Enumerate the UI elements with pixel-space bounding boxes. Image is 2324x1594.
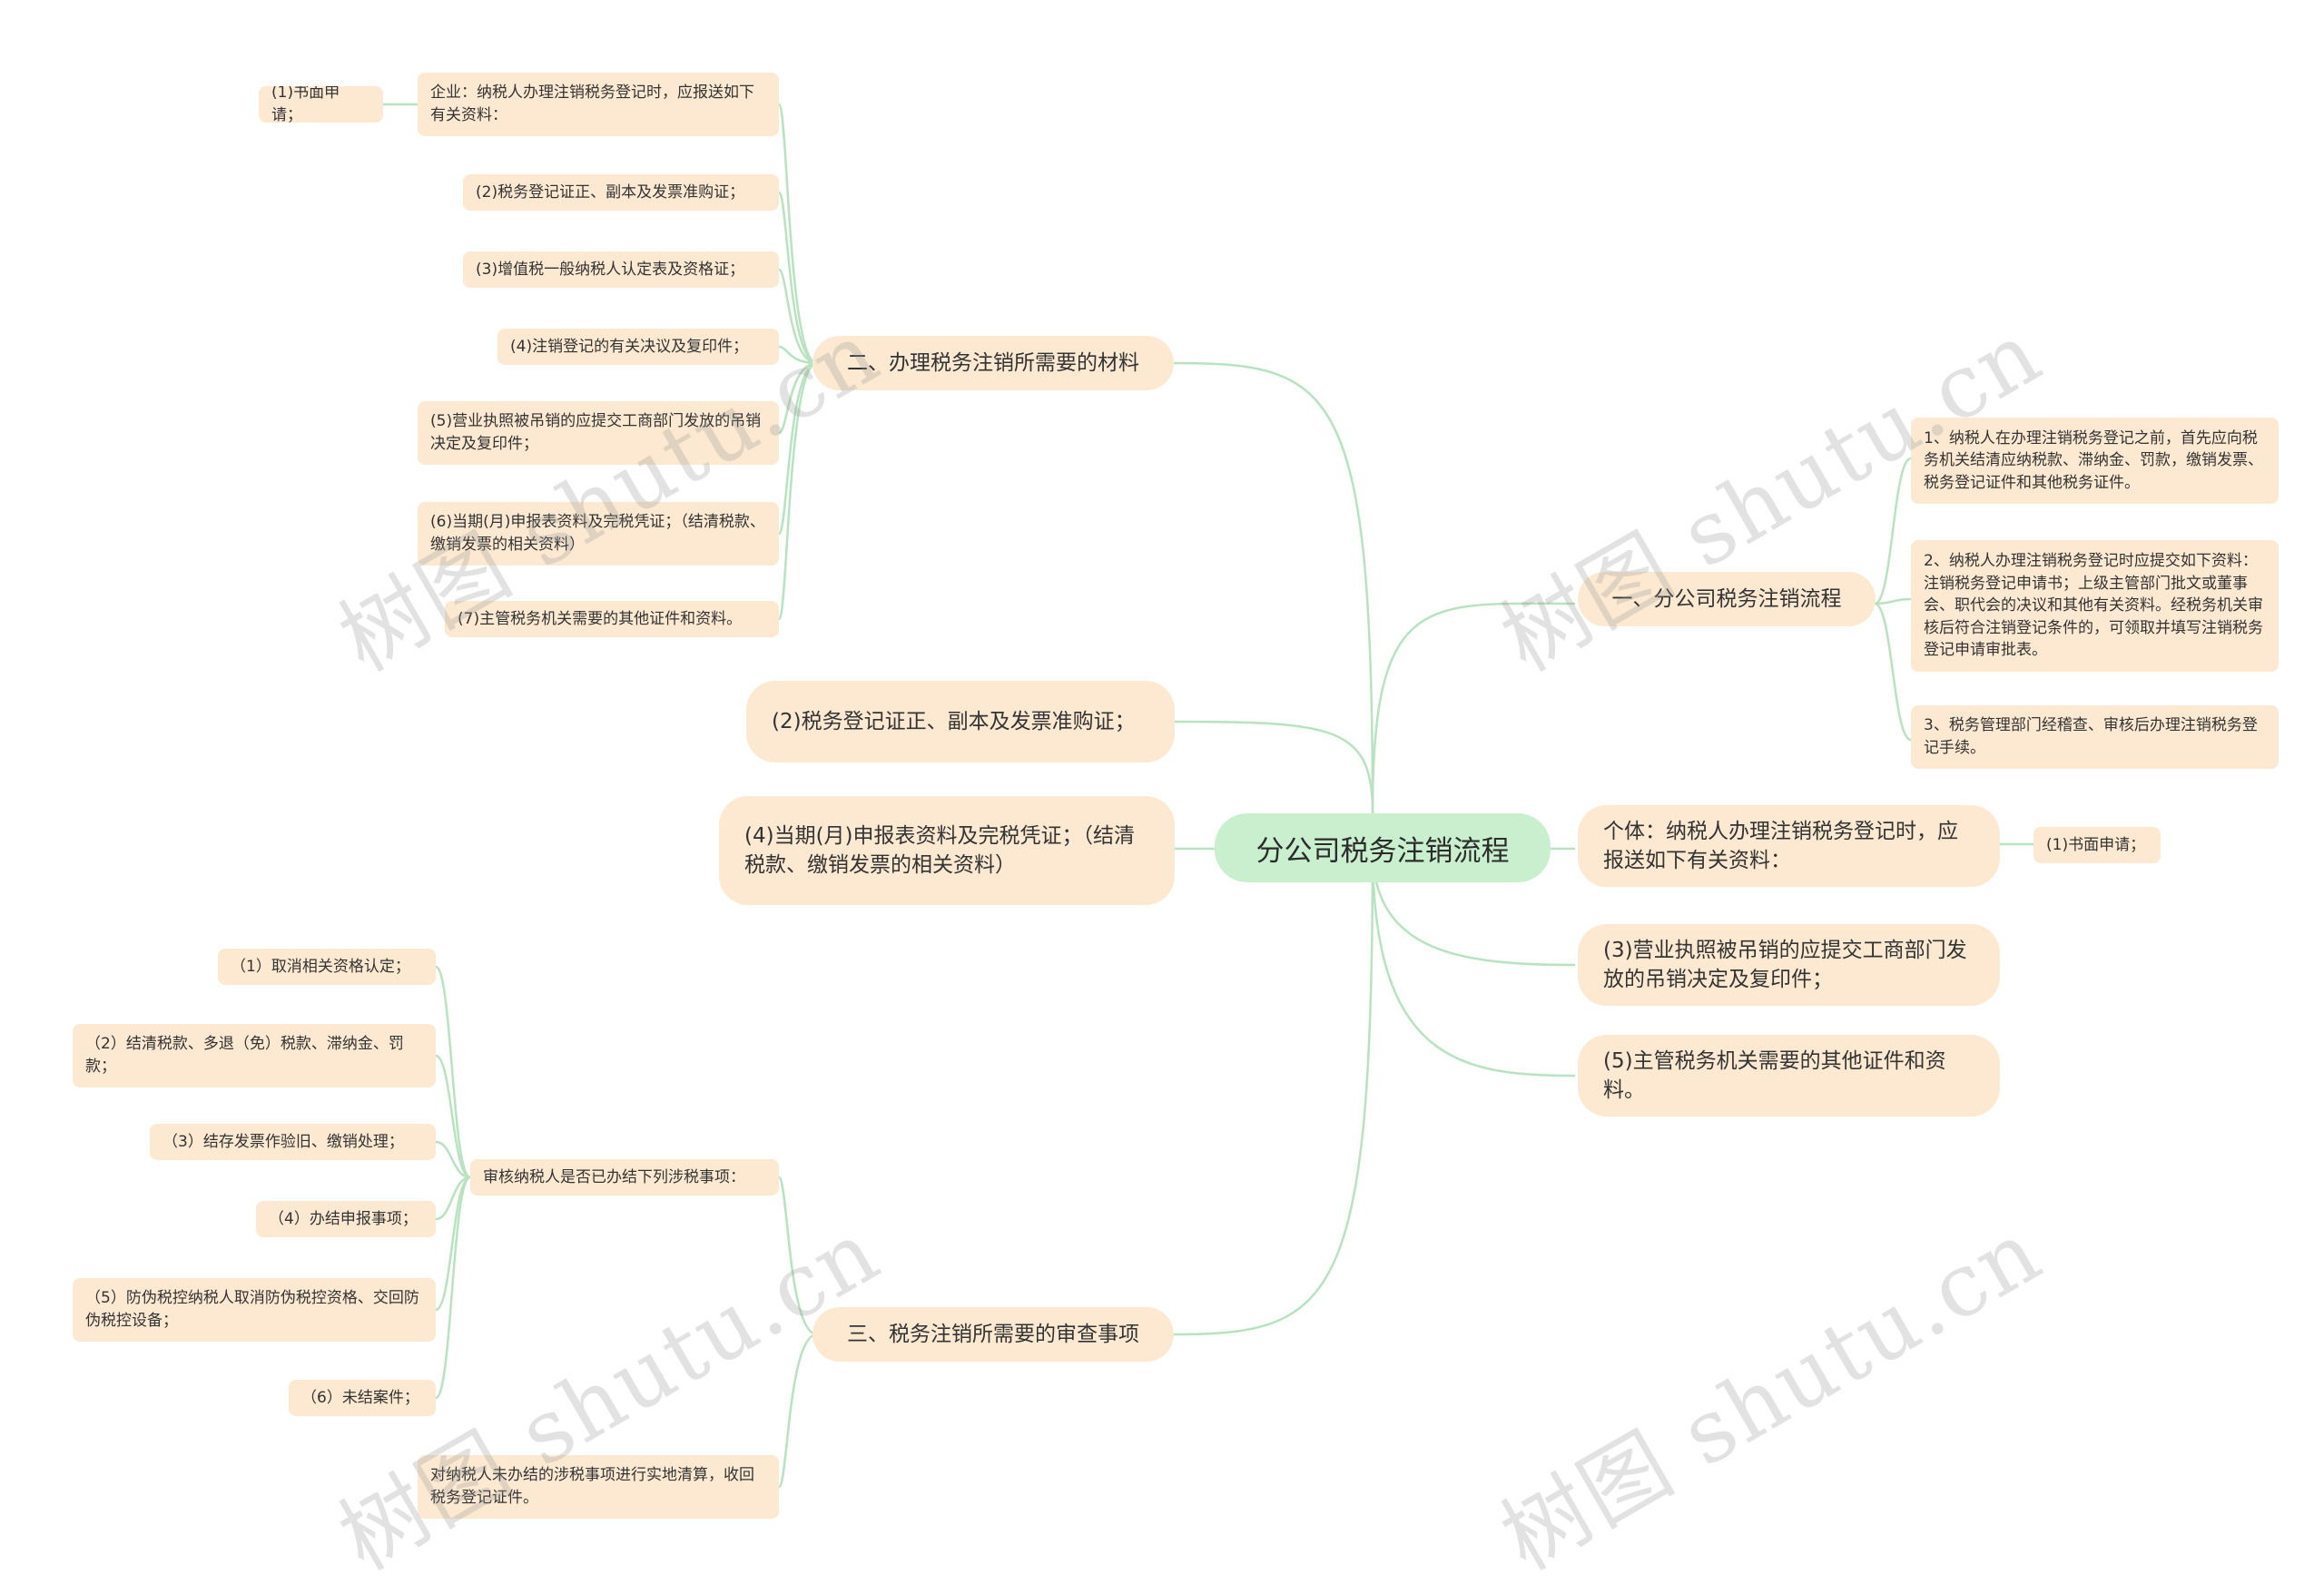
individual-written-application[interactable]: (1)书面申请； xyxy=(2034,827,2161,863)
review-item-6[interactable]: （6）未结案件； xyxy=(289,1380,436,1416)
review-item-1[interactable]: （1）取消相关资格认定； xyxy=(218,949,436,985)
review-item-2[interactable]: （2）结清税款、多退（免）税款、滞纳金、罚款； xyxy=(73,1024,436,1087)
material-item-2[interactable]: (2)税务登记证正、副本及发票准购证； xyxy=(463,174,779,211)
branch-other-documents[interactable]: (5)主管税务机关需要的其他证件和资料。 xyxy=(1578,1035,2000,1117)
branch-process[interactable]: 一、分公司税务注销流程 xyxy=(1578,572,1876,626)
review-checklist[interactable]: 审核纳税人是否已办结下列涉税事项： xyxy=(470,1159,779,1196)
enterprise-documents[interactable]: 企业：纳税人办理注销税务登记时，应报送如下有关资料： xyxy=(418,73,779,136)
process-step-2[interactable]: 2、纳税人办理注销税务登记时应提交如下资料：注销税务登记申请书；上级主管部门批文… xyxy=(1911,540,2279,672)
branch-review-items[interactable]: 三、税务注销所需要的审查事项 xyxy=(812,1307,1174,1362)
enterprise-written-application[interactable]: (1)书面申请； xyxy=(259,86,383,123)
review-item-5[interactable]: （5）防伪税控纳税人取消防伪税控资格、交回防伪税控设备； xyxy=(73,1278,436,1342)
review-item-4[interactable]: （4）办结申报事项； xyxy=(256,1201,436,1237)
branch-materials[interactable]: 二、办理税务注销所需要的材料 xyxy=(812,336,1174,390)
material-item-4[interactable]: (4)注销登记的有关决议及复印件； xyxy=(497,329,779,365)
branch-revoked-license[interactable]: (3)营业执照被吊销的应提交工商部门发放的吊销决定及复印件； xyxy=(1578,924,2000,1006)
material-item-7[interactable]: (7)主管税务机关需要的其他证件和资料。 xyxy=(445,601,779,637)
branch-individual[interactable]: 个体：纳税人办理注销税务登记时，应报送如下有关资料： xyxy=(1578,805,2000,887)
process-step-3[interactable]: 3、税务管理部门经稽查、审核后办理注销税务登记手续。 xyxy=(1911,705,2279,769)
material-item-5[interactable]: (5)营业执照被吊销的应提交工商部门发放的吊销决定及复印件； xyxy=(418,401,779,465)
root-node[interactable]: 分公司税务注销流程 xyxy=(1215,813,1551,882)
branch-registration-certificate[interactable]: (2)税务登记证正、副本及发票准购证； xyxy=(746,681,1175,763)
review-item-3[interactable]: （3）结存发票作验旧、缴销处理； xyxy=(150,1124,436,1160)
process-step-1[interactable]: 1、纳税人在办理注销税务登记之前，首先应向税务机关结清应纳税款、滞纳金、罚款，缴… xyxy=(1911,418,2279,504)
branch-tax-returns[interactable]: (4)当期(月)申报表资料及完税凭证；（结清税款、缴销发票的相关资料） xyxy=(719,796,1175,905)
material-item-6[interactable]: (6)当期(月)申报表资料及完税凭证；（结清税款、缴销发票的相关资料） xyxy=(418,502,779,566)
review-final-clearance[interactable]: 对纳税人未办结的涉税事项进行实地清算，收回税务登记证件。 xyxy=(418,1455,779,1519)
material-item-3[interactable]: (3)增值税一般纳税人认定表及资格证； xyxy=(463,251,779,288)
